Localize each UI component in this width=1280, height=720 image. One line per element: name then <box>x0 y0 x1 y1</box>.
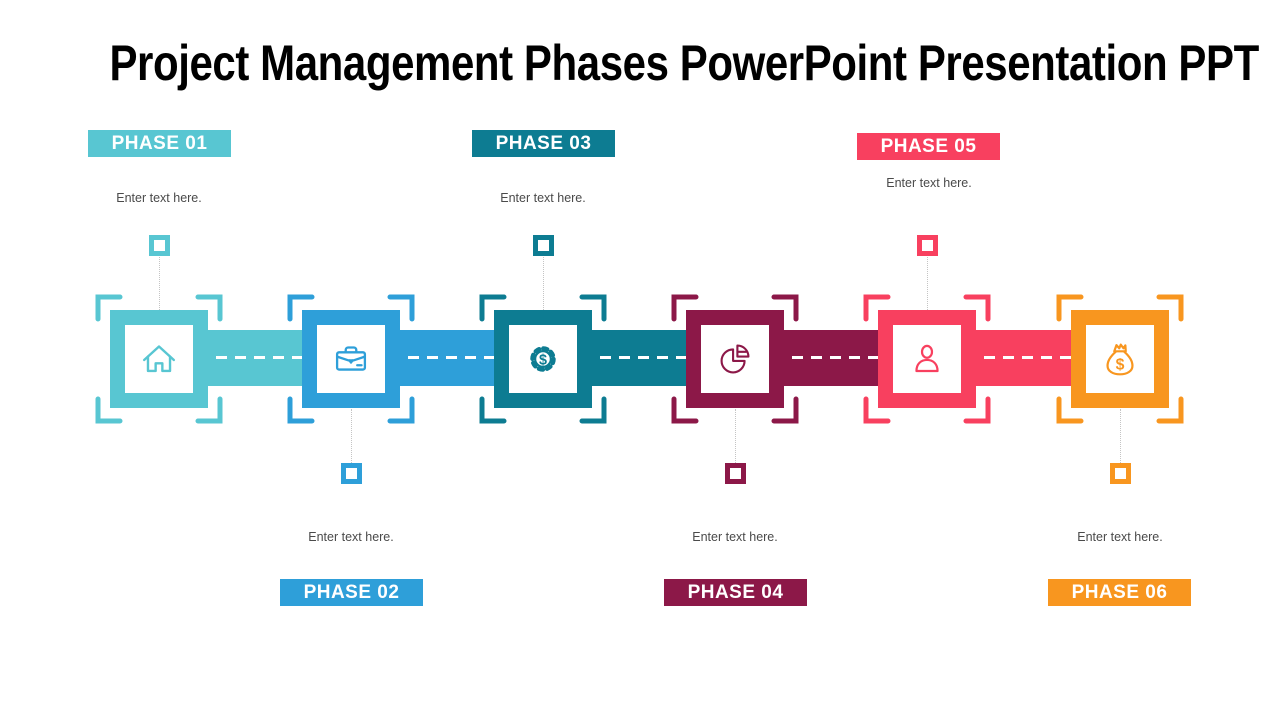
phase-3-connector-line <box>543 257 544 310</box>
gear-dollar-icon: $ <box>530 346 556 372</box>
phase-2-connector-line <box>351 409 352 463</box>
phase-4-connector-line <box>735 409 736 463</box>
phase-6-connector-square <box>1110 463 1131 484</box>
phase-5-label[interactable]: PHASE 05 <box>857 133 1000 160</box>
phase-5-square[interactable] <box>878 310 976 408</box>
phase-4-note[interactable]: Enter text here. <box>692 530 778 544</box>
phase-4-corner-brackets <box>671 294 799 424</box>
phase-1-label[interactable]: PHASE 01 <box>88 130 231 157</box>
phase-2-label[interactable]: PHASE 02 <box>280 579 423 606</box>
phase-6-label[interactable]: PHASE 06 <box>1048 579 1191 606</box>
slide-title-text: Project Management Phases PowerPoint Pre… <box>109 35 1259 91</box>
phase-6-square[interactable]: $ <box>1071 310 1169 408</box>
phase-3-icon-tile: $ <box>509 325 577 393</box>
user-icon <box>915 344 939 373</box>
phase-4-connector-square <box>725 463 746 484</box>
svg-text:$: $ <box>1116 357 1125 374</box>
phase-2-square[interactable] <box>302 310 400 408</box>
phase-6-note[interactable]: Enter text here. <box>1077 530 1163 544</box>
phase-1-connector-line <box>159 257 160 310</box>
phase-3-square[interactable]: $ <box>494 310 592 408</box>
phase-1-icon-tile <box>125 325 193 393</box>
phase-3-label[interactable]: PHASE 03 <box>472 130 615 157</box>
money-bag-icon: $ <box>1106 343 1134 376</box>
band-dash <box>351 356 543 359</box>
phase-5-connector-square <box>917 235 938 256</box>
phase-3-note[interactable]: Enter text here. <box>500 191 586 205</box>
phase-2-note[interactable]: Enter text here. <box>308 530 394 544</box>
phase-2-icon-tile <box>317 325 385 393</box>
band-dash <box>159 356 351 359</box>
phase-5-connector-line <box>927 257 928 310</box>
phase-4-square[interactable] <box>686 310 784 408</box>
phase-5-corner-brackets <box>863 294 991 424</box>
phase-4-icon-tile <box>701 325 769 393</box>
briefcase-icon <box>335 346 367 371</box>
phase-5-note[interactable]: Enter text here. <box>886 176 972 190</box>
band-dash <box>543 356 735 359</box>
pie-chart-icon <box>720 344 750 374</box>
phase-3-connector-square <box>533 235 554 256</box>
phase-6-corner-brackets <box>1056 294 1184 424</box>
phase-1-note[interactable]: Enter text here. <box>116 191 202 205</box>
phase-6-icon-tile: $ <box>1086 325 1154 393</box>
band-dash <box>927 356 1120 359</box>
phase-1-connector-square <box>149 235 170 256</box>
slide-title: Project Management Phases PowerPoint Pre… <box>0 34 1280 92</box>
phase-4-label[interactable]: PHASE 04 <box>664 579 807 606</box>
phase-3-corner-brackets <box>479 294 607 424</box>
phase-1-square[interactable] <box>110 310 208 408</box>
band-dash <box>735 356 927 359</box>
phase-6-connector-line <box>1120 409 1121 463</box>
phase-2-connector-square <box>341 463 362 484</box>
phase-5-icon-tile <box>893 325 961 393</box>
svg-text:$: $ <box>539 352 547 368</box>
phase-1-corner-brackets <box>95 294 223 424</box>
home-icon <box>142 345 176 373</box>
phase-2-corner-brackets <box>287 294 415 424</box>
